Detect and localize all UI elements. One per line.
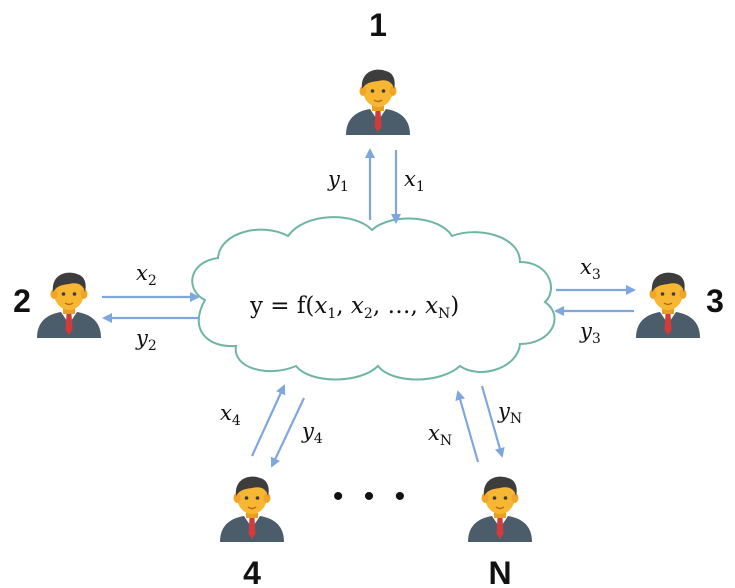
input-arrow-N: [455, 390, 480, 463]
formula-x1: x: [314, 293, 327, 319]
formula-dots: …: [387, 293, 410, 319]
formula-sep3: ,: [410, 293, 425, 319]
input-label-2: x2: [136, 261, 157, 289]
joint-function-formula: y = f(x1, x2, …, xN): [249, 293, 459, 322]
formula-sub2: 2: [364, 306, 373, 322]
formula-sub1: 1: [327, 306, 336, 322]
output-label-2: y2: [135, 326, 157, 354]
formula-lhs: y = f(: [249, 293, 314, 319]
person-icon: [345, 68, 411, 136]
input-label-4: x4: [220, 401, 241, 429]
formula-sep1: ,: [336, 293, 351, 319]
input-label-3: x3: [580, 255, 601, 283]
formula-subN: N: [438, 306, 450, 322]
output-arrow-4: [270, 397, 305, 468]
formula-x2: x: [351, 293, 364, 319]
party-label-1: 1: [369, 7, 387, 43]
input-arrow-4: [250, 384, 286, 457]
person-icon: [36, 271, 102, 339]
formula-sep2: ,: [373, 293, 388, 319]
formula-xN: x: [425, 293, 438, 319]
output-label-3: y3: [579, 319, 601, 347]
party-label-N: N: [488, 555, 511, 588]
person-icon: [219, 475, 285, 543]
output-label-4: y4: [301, 419, 323, 447]
computation-cloud: [191, 216, 556, 381]
person-icon: [635, 271, 701, 339]
person-icon: [467, 475, 533, 543]
output-label-N: yN: [497, 399, 522, 427]
party-label-3: 3: [706, 283, 724, 319]
more-parties-ellipsis: • • •: [333, 480, 411, 513]
party-label-4: 4: [243, 555, 261, 588]
output-arrow-N: [480, 385, 505, 458]
party-label-2: 2: [13, 283, 31, 319]
output-label-1: y1: [327, 167, 349, 195]
formula-close: ): [450, 293, 459, 319]
input-label-N: xN: [428, 421, 452, 449]
input-label-1: x1: [404, 167, 425, 195]
